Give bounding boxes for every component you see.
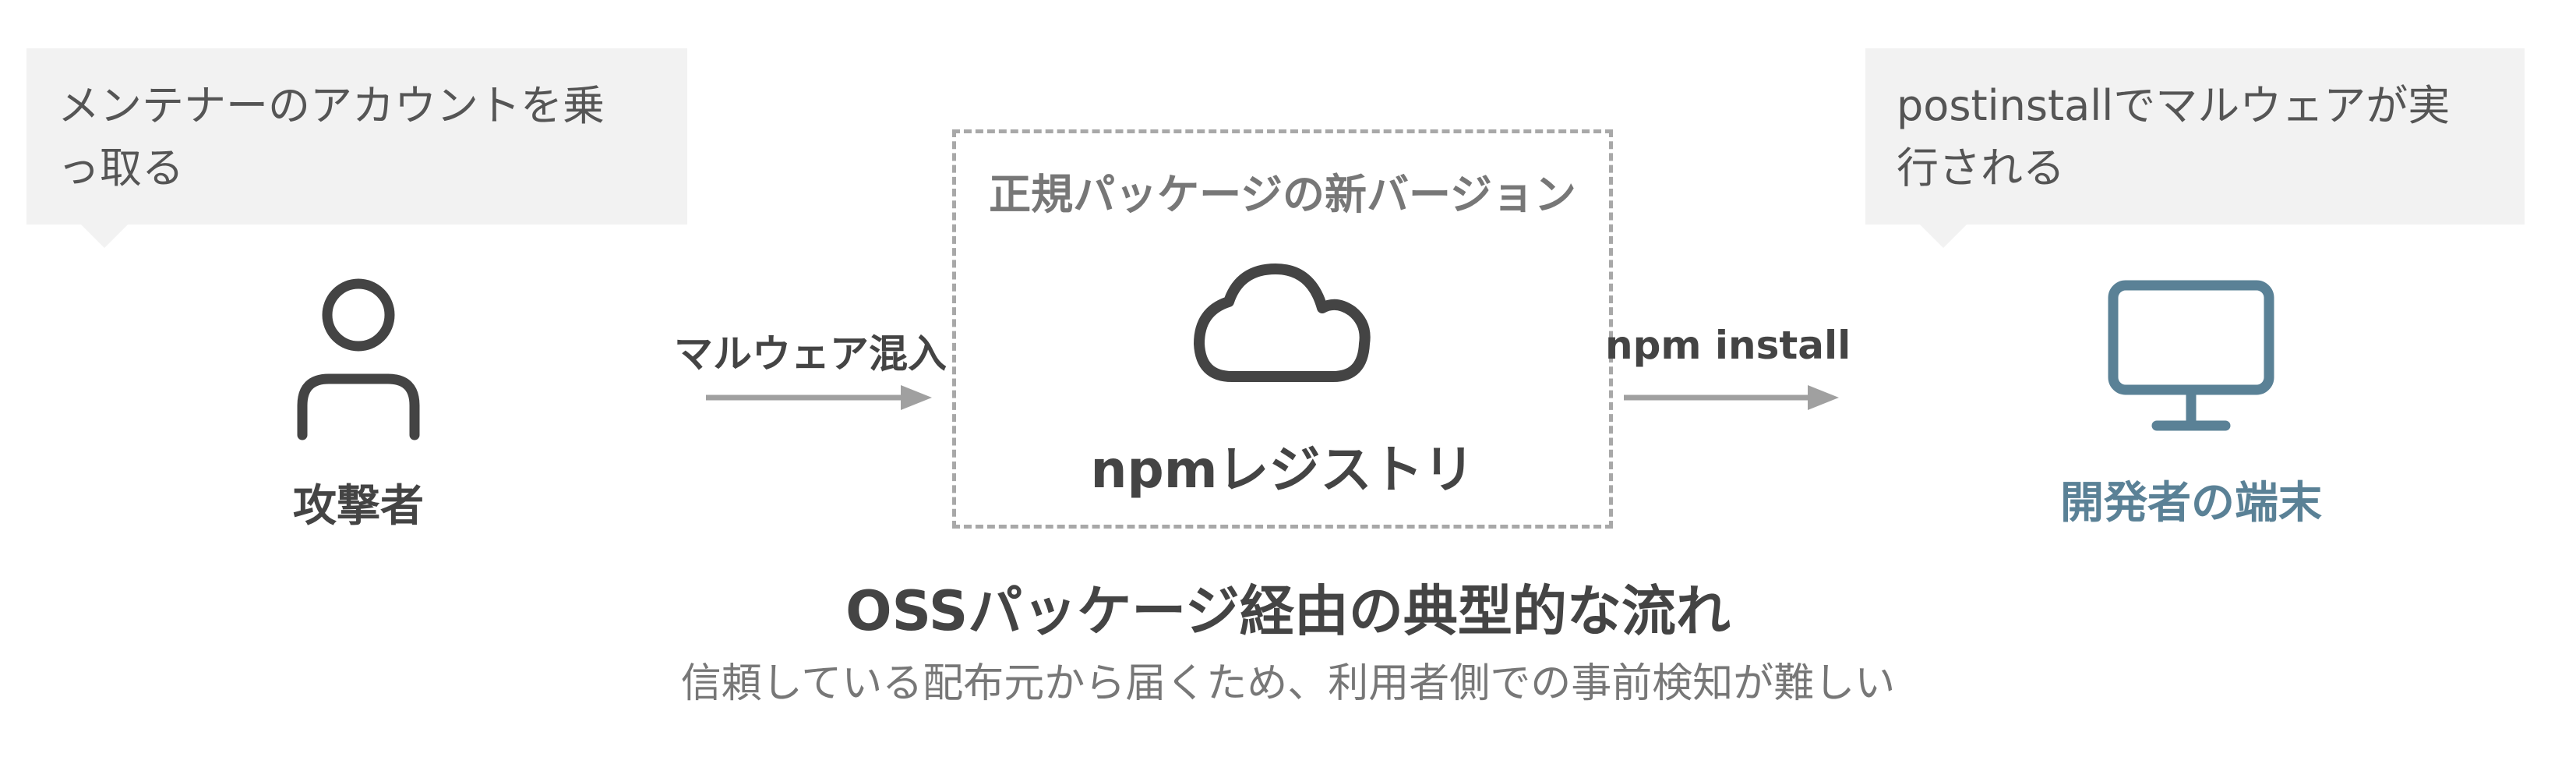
developer-bubble-line-2: 行される: [1897, 143, 2065, 193]
malware-injection-label: マルウェア混入: [674, 331, 947, 377]
attacker-bubble-line-2: っ取る: [58, 143, 184, 193]
diagram-title: OSSパッケージ経由の典型的な流れ: [845, 579, 1731, 643]
monitor-icon: [2108, 280, 2274, 431]
developer-speech-bubble: postinstallでマルウェアが実 行される: [1865, 48, 2525, 248]
developer-bubble-line-1: postinstallでマルウェアが実: [1897, 81, 2451, 130]
person-icon: [297, 278, 420, 440]
npm-install-label: npm install: [1605, 323, 1851, 368]
registry-name: npmレジストリ: [1090, 440, 1475, 500]
diagram-subtitle: 信頼している配布元から届くため、利用者側での事前検知が難しい: [680, 660, 1896, 707]
cloud-icon: [1194, 264, 1371, 382]
malware-injection-arrow: [706, 385, 932, 410]
registry-box: 正規パッケージの新バージョン npmレジストリ: [952, 129, 1613, 529]
registry-caption: 正規パッケージの新バージョン: [989, 170, 1576, 219]
attacker-speech-bubble: メンテナーのアカウントを乗 っ取る: [26, 48, 687, 248]
developer-label: 開発者の端末: [2060, 478, 2322, 529]
npm-install-arrow: [1624, 385, 1839, 410]
attacker-label: 攻撃者: [293, 481, 424, 532]
attacker-bubble-line-1: メンテナーのアカウントを乗: [58, 81, 605, 130]
